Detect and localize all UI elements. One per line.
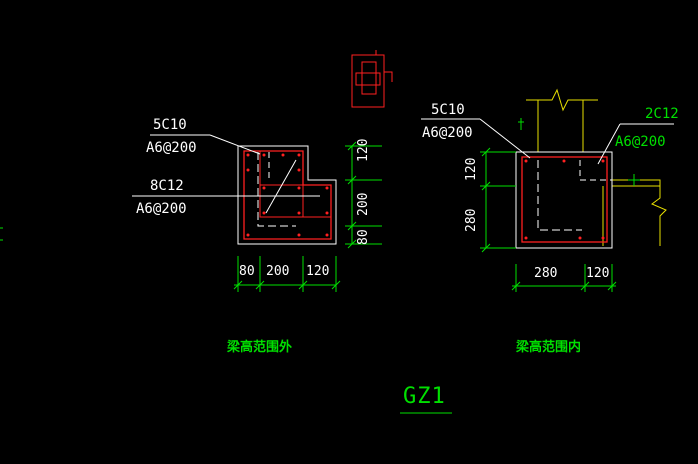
left-dim-h-1: 80	[239, 264, 255, 279]
right-label-stirrup-2: A6@200	[615, 134, 666, 150]
left-dim-h-2: 200	[266, 264, 290, 279]
left-dim-v-3: 80	[356, 229, 371, 245]
left-dim-v-1: 120	[356, 138, 371, 162]
left-label-stirrup: A6@200	[146, 140, 197, 156]
left-label-main-rebar: 5C10	[153, 117, 187, 133]
left-label-bars: 8C12	[150, 178, 184, 194]
right-label-main-rebar: 5C10	[431, 102, 465, 118]
right-caption: 梁高范围内	[516, 340, 582, 355]
right-label-stirrup: A6@200	[422, 125, 473, 141]
right-dim-v-2: 280	[464, 208, 479, 232]
left-concrete-outline	[237, 145, 337, 245]
left-dim-v-2: 200	[356, 192, 371, 216]
right-dim-v-1: 120	[464, 157, 479, 181]
right-concrete-outline	[515, 151, 613, 249]
left-dim-h-3: 120	[306, 264, 330, 279]
left-label-stirrup-2: A6@200	[136, 201, 187, 217]
drawing-title: GZ1	[403, 384, 446, 409]
stirrup-cross-icon	[351, 50, 393, 108]
left-section	[132, 134, 382, 292]
right-rebar-outline	[521, 156, 608, 243]
right-dim-h-2: 120	[586, 266, 610, 281]
right-dim-h-1: 280	[534, 266, 558, 281]
right-label-bars: 2C12	[645, 106, 679, 122]
left-caption: 梁高范围外	[227, 340, 293, 355]
right-section	[421, 88, 674, 292]
